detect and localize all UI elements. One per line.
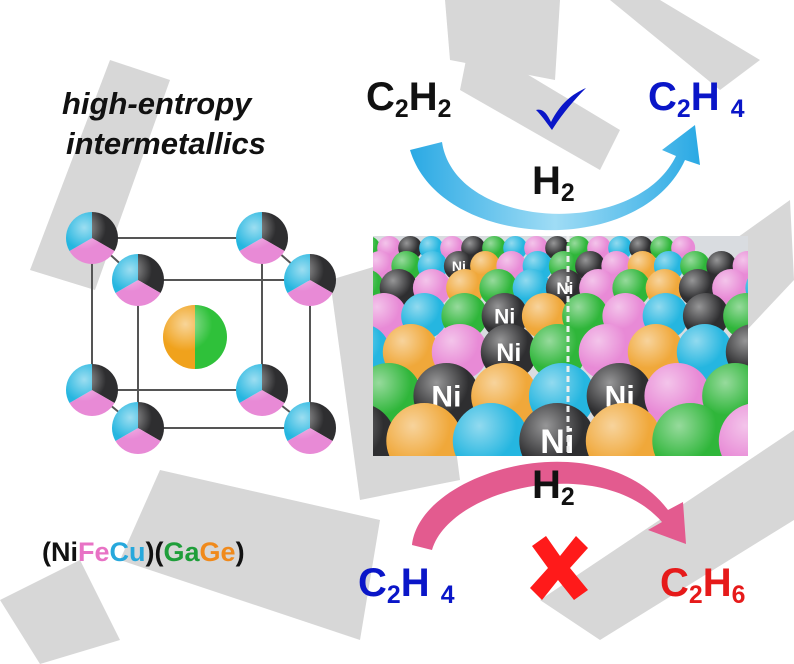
corner-atom-nifecu [112, 254, 164, 306]
top-reactant-c2h2: C2H2 [366, 75, 452, 123]
top-reaction-arrow [410, 125, 700, 231]
catalyst-surface: NiNiNiNiNiNiNiNiNi [373, 236, 748, 456]
top-product-c2h4: C2H 4 [648, 75, 745, 123]
composition-formula: (NiFeCu)(GaGe) [42, 537, 245, 568]
formula-part: )( [145, 537, 164, 567]
title-line-2: intermetallics [66, 126, 266, 161]
corner-atom-nifecu [66, 212, 119, 264]
top-hydrogen-label: H2 [532, 159, 575, 207]
ni-atom-label: Ni [373, 423, 375, 456]
formula-part-cu: Cu [109, 537, 146, 567]
surface-atom-shine [718, 404, 748, 456]
surface-atom-shine [745, 278, 748, 298]
surface-atom-shine [585, 403, 662, 456]
bottom-reactant-c2h4: C2H 4 [358, 561, 455, 609]
corner-atom-nifecu [112, 402, 164, 454]
surface-atom-shine [652, 403, 729, 456]
formula-part: (Ni [42, 537, 78, 567]
corner-atom-nifecu [66, 364, 119, 416]
corner-atom-nifecu [236, 364, 288, 417]
title-line-1: high-entropy [62, 86, 252, 121]
bottom-reaction-arrow [412, 461, 686, 550]
formula-part-ga: Ga [163, 537, 200, 567]
cross-mark-icon [530, 536, 588, 600]
ni-atom-label: Ni [494, 305, 515, 328]
surface-atom-shine [452, 403, 529, 456]
body-center-atom-gage [163, 305, 227, 369]
corner-atom-nifecu [284, 402, 336, 454]
bottom-product-c2h6: C2H6 [660, 561, 746, 609]
ni-atom-label: Ni [556, 279, 573, 298]
formula-part-fe: Fe [78, 537, 110, 567]
corner-atom-nifecu [284, 254, 336, 306]
ni-atom-label: Ni [496, 339, 521, 367]
corner-atom-nifecu [236, 212, 288, 264]
surface-atom-shine [519, 403, 596, 456]
bottom-hydrogen-label: H2 [532, 463, 575, 511]
crystal-unit-cell [66, 212, 336, 454]
formula-part-ge: Ge [199, 537, 236, 567]
surface-atom-shine [386, 403, 463, 456]
formula-part: ) [235, 537, 245, 567]
check-mark-icon [536, 88, 586, 130]
